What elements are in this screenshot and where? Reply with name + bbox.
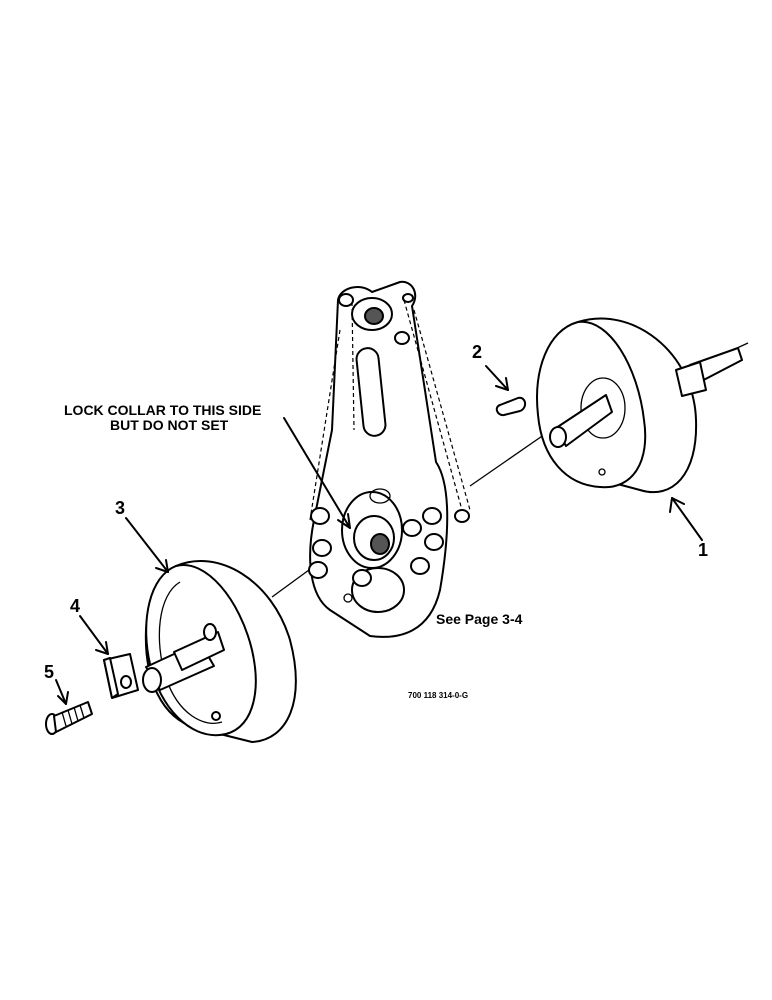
callout-3: 3 <box>115 498 125 518</box>
leader-lines <box>55 365 703 705</box>
callout-labels: 1 2 3 4 5 <box>44 342 708 682</box>
callout-4: 4 <box>70 596 80 616</box>
part-5-bolt <box>45 701 93 735</box>
drawing-part-number: 700 118 314-0-G <box>408 691 468 700</box>
see-page-note: See Page 3-4 <box>436 611 523 627</box>
part-3-pulley <box>142 560 297 743</box>
callout-1: 1 <box>698 540 708 560</box>
lock-collar-note-line1: LOCK COLLAR TO THIS SIDE <box>64 402 261 418</box>
callout-2: 2 <box>472 342 482 362</box>
callout-5: 5 <box>44 662 54 682</box>
tensioner-assembly <box>308 280 471 638</box>
lock-collar-note-line2: BUT DO NOT SET <box>110 417 229 433</box>
part-1-drum <box>536 317 743 494</box>
notes: LOCK COLLAR TO THIS SIDE BUT DO NOT SET … <box>64 402 523 700</box>
part-4-lock-washer <box>103 653 139 699</box>
part-2-key <box>495 396 526 417</box>
